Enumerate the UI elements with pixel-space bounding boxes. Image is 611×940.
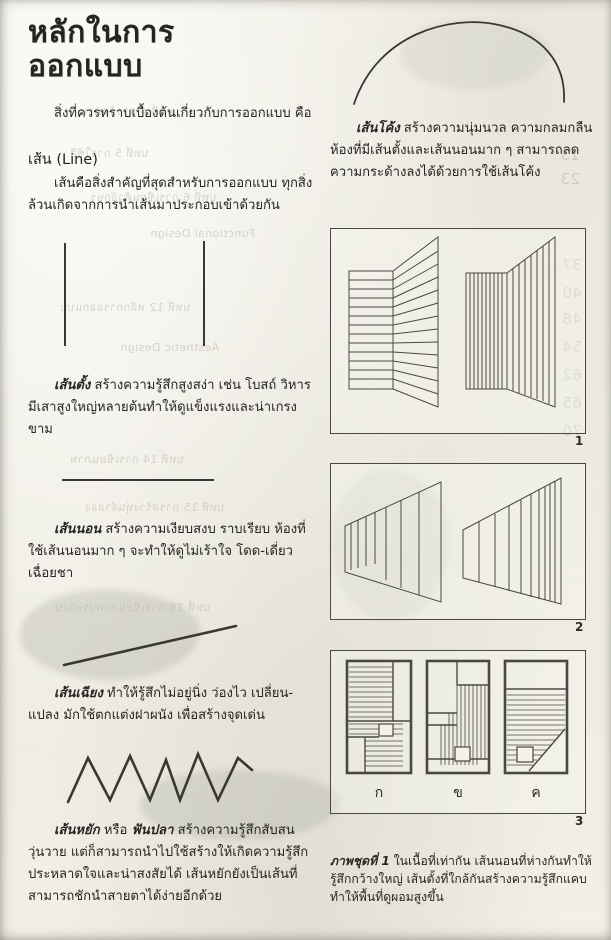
fig3-label-b: ข: [453, 785, 463, 801]
vertical-line-lead: เส้นตั้ง: [54, 378, 91, 393]
curved-line-paragraph: เส้นโค้ง สร้างความนุ่มนวล ความกลมกลืน ห้…: [330, 118, 602, 184]
caption-text: ในเนื้อที่เท่ากัน เส้นนอนที่ห่างกันทำให้…: [330, 854, 592, 904]
fig1-left-side-face: [392, 235, 439, 408]
figure-set-caption: ภาพชุดที่ 1 ในเนื้อที่เท่ากัน เส้นนอนที่…: [330, 852, 602, 906]
curved-line-illustration: [353, 21, 565, 105]
zigzag-line-lead-alt: ฟันปลา: [131, 823, 174, 838]
line-subheading: เส้น (Line): [28, 152, 98, 168]
diagonal-line-paragraph: เส้นเฉียง ทำให้รู้สึกไม่อยู่นิ่ง ว่องไว …: [28, 683, 318, 727]
vertical-stroke-right: [203, 241, 205, 346]
fig3-plan-c: [503, 659, 569, 775]
diagonal-line-lead: เส้นเฉียง: [54, 686, 103, 701]
page-title-line-2: ออกแบบ: [28, 49, 143, 84]
zigzag-line-paragraph: เส้นหยัก หรือ ฟันปลา สร้างความรู้สึกสับส…: [28, 820, 320, 908]
figure-3-drawing: ก ข ค: [345, 659, 569, 801]
fig1-right-side-face: [506, 236, 556, 408]
bleed-text-4: Functional Design: [150, 227, 255, 240]
diagonal-stroke: [62, 624, 238, 667]
fig3-plan-a: [345, 659, 413, 775]
zigzag-line-conjunction: หรือ: [99, 823, 132, 838]
intro-paragraph: สิ่งที่ควรทราบเบื้องต้นเกี่ยวกับการออกแบ…: [28, 103, 318, 125]
figure-1-box: [330, 228, 586, 434]
horizontal-line-paragraph: เส้นนอน สร้างความเงียบสงบ ราบเรียบ ห้องท…: [28, 519, 318, 585]
line-definition-text: เส้นคือสิ่งสำคัญที่สุดสำหรับการออกแบบ ทุ…: [28, 176, 313, 213]
horizontal-stroke: [62, 479, 214, 481]
fig3-label-a: ก: [375, 785, 383, 801]
fig2-left-wall: [344, 481, 442, 603]
zigzag-line-illustration: [66, 750, 254, 804]
bleed-text-7: บทที่ 14 การเขียนภาพ: [70, 453, 184, 466]
fig3-plan-b: [425, 659, 491, 775]
figure-2-drawing: [344, 477, 562, 605]
figure-2-box: [330, 463, 586, 620]
bleed-text-8: บทที่ 15 การสร้างหุ่นจำลอง: [85, 501, 225, 514]
vertical-line-text: สร้างความรู้สึกสูงสง่า เช่น โบสถ์ วิหาร …: [28, 378, 311, 437]
figure-3-box: ก ข ค: [330, 650, 586, 814]
bleed-text-9: บทที่ 16 การเขียนภาพประกอบ: [55, 601, 211, 614]
zigzag-line-text: สร้างความรู้สึกสับสน วุ่นวาย แต่ก็สามารถ…: [28, 823, 309, 904]
intro-text: สิ่งที่ควรทราบเบื้องต้นเกี่ยวกับการออกแบ…: [54, 106, 312, 121]
figure-1-drawing: [348, 235, 556, 408]
page-title: หลักในการ ออกแบบ: [28, 16, 328, 84]
fig2-right-wall: [462, 477, 562, 605]
vertical-line-paragraph: เส้นตั้ง สร้างความรู้สึกสูงสง่า เช่น โบส…: [28, 375, 318, 441]
horizontal-line-text: สร้างความเงียบสงบ ราบเรียบ ห้องที่ใช้เส้…: [28, 522, 306, 581]
diagonal-line-text: ทำให้รู้สึกไม่อยู่นิ่ง ว่องไว เปลี่ยน-แป…: [28, 686, 294, 723]
fig3-label-c: ค: [531, 785, 540, 801]
curved-line-lead: เส้นโค้ง: [356, 121, 400, 136]
caption-prefix: ภาพชุดที่ 1: [330, 854, 390, 868]
curved-line-text: สร้างความนุ่มนวล ความกลมกลืน ห้องที่มีเส…: [330, 121, 593, 180]
page-title-line-1: หลักในการ: [28, 15, 175, 50]
line-definition-paragraph: เส้นคือสิ่งสำคัญที่สุดสำหรับการออกแบบ ทุ…: [28, 173, 318, 217]
zigzag-line-lead: เส้นหยัก: [54, 823, 100, 838]
diagonal-line-illustration: [62, 624, 238, 667]
horizontal-line-lead: เส้นนอน: [54, 522, 102, 537]
zigzag-stroke: [66, 750, 254, 804]
figure-1-number: 1: [575, 434, 584, 448]
bleed-text-5: บทที่ 12 หลักการออกแบบ: [60, 301, 191, 314]
vertical-stroke-left: [64, 243, 66, 346]
figure-3-number: 3: [575, 814, 584, 828]
arc-stroke: [353, 21, 565, 105]
figure-2-number: 2: [575, 620, 584, 634]
